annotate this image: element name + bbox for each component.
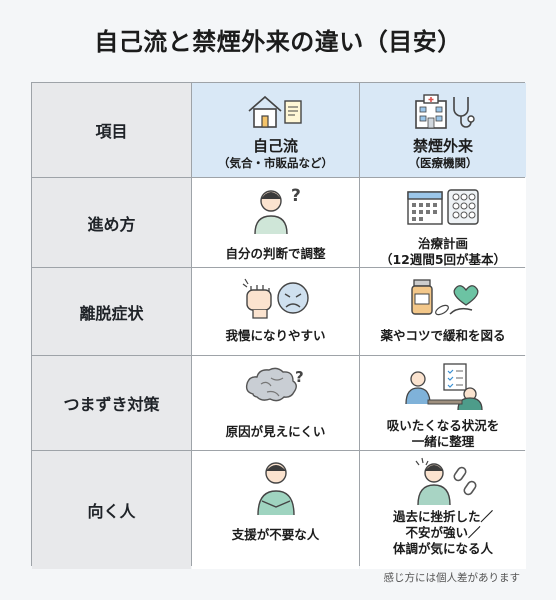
self-header-subtitle: （気合・市販品など） bbox=[218, 156, 333, 170]
doctor-consultation-icon bbox=[405, 363, 483, 411]
row-clinic-cell: 薬やコツで緩和を図る bbox=[360, 268, 526, 355]
row-self-cell: ? 原因が見えにくい bbox=[192, 356, 359, 450]
cell-text: 過去に挫折した／ 不安が強い／ 体調が気になる人 bbox=[392, 509, 493, 556]
comparison-table: 項目 自己流 （気合・市販品など） 禁煙外来 （ bbox=[31, 82, 526, 569]
page-title: 自己流と禁煙外来の違い（目安） bbox=[94, 28, 462, 56]
row-self-cell: 我慢になりやすい bbox=[192, 268, 359, 355]
row-self-cell: 支援が不要な人 bbox=[192, 451, 359, 569]
calendar-pills-icon bbox=[407, 189, 479, 225]
header-item-cell: 項目 bbox=[32, 83, 191, 177]
row-label: 向く人 bbox=[87, 502, 136, 521]
svg-text:?: ? bbox=[291, 186, 301, 206]
cell-text: 薬やコツで緩和を図る bbox=[380, 328, 506, 343]
clinic-header-title: 禁煙外来 bbox=[412, 137, 473, 155]
cell-text: 吸いたくなる状況を 一緒に整理 bbox=[386, 418, 500, 449]
house-memo-icon bbox=[247, 95, 302, 128]
row-clinic-cell: 吸いたくなる状況を 一緒に整理 bbox=[360, 356, 526, 450]
header-clinic-cell: 禁煙外来 （医療機関） bbox=[360, 83, 526, 177]
row-self-cell: ? 自分の判断で調整 bbox=[192, 178, 359, 267]
cell-text: 治療計画 （12週間5回が基本） bbox=[379, 236, 507, 267]
row-label: 離脱症状 bbox=[79, 303, 144, 323]
cell-text: 支援が不要な人 bbox=[231, 527, 320, 542]
cloudy-brain-icon: ? bbox=[245, 367, 304, 402]
hospital-stethoscope-icon bbox=[415, 94, 475, 129]
thinking-person-icon: ? bbox=[253, 186, 301, 235]
cell-text: 原因が見えにくい bbox=[225, 424, 326, 439]
svg-text:?: ? bbox=[295, 368, 304, 386]
row-label-cell: つまずき対策 bbox=[32, 356, 191, 450]
cell-text: 我慢になりやすい bbox=[225, 328, 326, 343]
item-header-label: 項目 bbox=[95, 122, 128, 141]
cell-text: 自分の判断で調整 bbox=[225, 246, 326, 261]
footnote: 感じ方には個人差があります bbox=[383, 572, 521, 584]
fist-stressed-face-icon bbox=[242, 278, 309, 319]
worried-person-broken-chain-icon bbox=[415, 457, 477, 505]
medicine-heart-icon bbox=[411, 279, 479, 316]
row-clinic-cell: 治療計画 （12週間5回が基本） bbox=[360, 178, 526, 267]
row-clinic-cell: 過去に挫折した／ 不安が強い／ 体調が気になる人 bbox=[360, 451, 526, 569]
row-label-cell: 向く人 bbox=[32, 451, 191, 569]
row-label-cell: 離脱症状 bbox=[32, 268, 191, 355]
confident-person-icon bbox=[256, 462, 295, 516]
row-label-cell: 進め方 bbox=[32, 178, 191, 267]
clinic-header-subtitle: （医療機関） bbox=[408, 156, 478, 170]
header-self-cell: 自己流 （気合・市販品など） bbox=[192, 83, 359, 177]
row-label: つまずき対策 bbox=[63, 395, 160, 414]
self-header-title: 自己流 bbox=[252, 137, 298, 155]
row-label: 進め方 bbox=[87, 214, 136, 234]
